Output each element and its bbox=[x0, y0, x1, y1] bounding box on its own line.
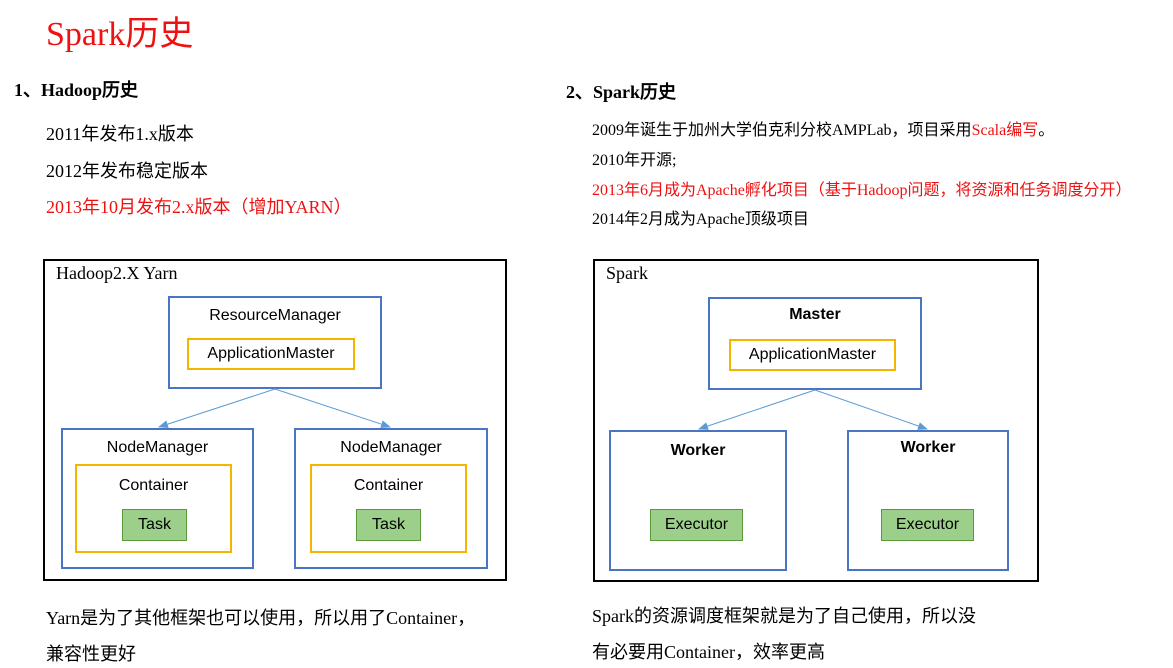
worker-label-1: Worker bbox=[670, 442, 726, 459]
spark-history-heading: 2、Spark历史 bbox=[566, 82, 677, 102]
spark-history-line-4: 2014年2月成为Apache顶级项目 bbox=[592, 211, 809, 228]
hadoop-yarn-diagram-label: Hadoop2.X Yarn bbox=[56, 263, 178, 283]
spark-diagram-label: Spark bbox=[606, 263, 648, 283]
arrow-master-to-worker2 bbox=[814, 389, 928, 430]
master-label: Master bbox=[789, 306, 841, 323]
spark-history-line-1: 2009年诞生于加州大学伯克利分校AMPLab，项目采用Scala编写。 bbox=[592, 116, 1054, 140]
container-label-2: Container bbox=[353, 477, 424, 494]
spark-diagram: Spark bbox=[593, 259, 1039, 582]
page-title: Spark历史 bbox=[46, 16, 194, 53]
arrow-rm-to-nm2 bbox=[274, 388, 391, 428]
hadoop-application-master-box: ApplicationMaster bbox=[187, 338, 355, 370]
container-label-1: Container bbox=[118, 477, 189, 494]
worker-label-2: Worker bbox=[900, 439, 956, 456]
node-manager-label-1: NodeManager bbox=[106, 439, 209, 456]
spark-history-line-1-end: 。 bbox=[1038, 122, 1055, 139]
hadoop-history-line-1: 2011年发布1.x版本 bbox=[46, 124, 194, 144]
spark-history-line-2: 2010年开源; bbox=[592, 152, 677, 169]
hadoop-history-line-2: 2012年发布稳定版本 bbox=[46, 161, 208, 181]
spark-application-master-box: ApplicationMaster bbox=[729, 339, 896, 371]
spark-history-line-1-text: 2009年诞生于加州大学伯克利分校AMPLab，项目采用 bbox=[592, 122, 972, 139]
task-box-2: Task bbox=[356, 509, 421, 541]
resource-manager-label: ResourceManager bbox=[209, 307, 341, 324]
executor-box-2: Executor bbox=[881, 509, 974, 541]
hadoop-caption-line-1: Yarn是为了其他框架也可以使用，所以用了Container， bbox=[46, 608, 476, 628]
spark-caption-line-2: 有必要用Container，效率更高 bbox=[592, 642, 825, 662]
worker-box-1: Worker bbox=[609, 430, 787, 571]
arrow-master-to-worker1 bbox=[698, 389, 816, 430]
hadoop-history-heading: 1、Hadoop历史 bbox=[14, 80, 139, 100]
scala-highlight: Scala编写 bbox=[971, 122, 1039, 139]
hadoop-history-line-3: 2013年10月发布2.x版本（增加YARN） bbox=[46, 197, 352, 217]
hadoop-yarn-diagram: Hadoop2.X Yarn bbox=[43, 259, 507, 581]
executor-box-1: Executor bbox=[650, 509, 743, 541]
node-manager-label-2: NodeManager bbox=[340, 439, 442, 456]
task-box-1: Task bbox=[122, 509, 187, 541]
spark-caption-line-1: Spark的资源调度框架就是为了自己使用，所以没 bbox=[592, 606, 976, 626]
arrow-rm-to-nm1 bbox=[158, 388, 276, 428]
spark-history-line-3: 2013年6月成为Apache孵化项目（基于Hadoop问题，将资源和任务调度分… bbox=[592, 182, 1132, 199]
hadoop-caption-line-2: 兼容性更好 bbox=[46, 644, 136, 664]
worker-box-2: Worker bbox=[847, 430, 1009, 571]
